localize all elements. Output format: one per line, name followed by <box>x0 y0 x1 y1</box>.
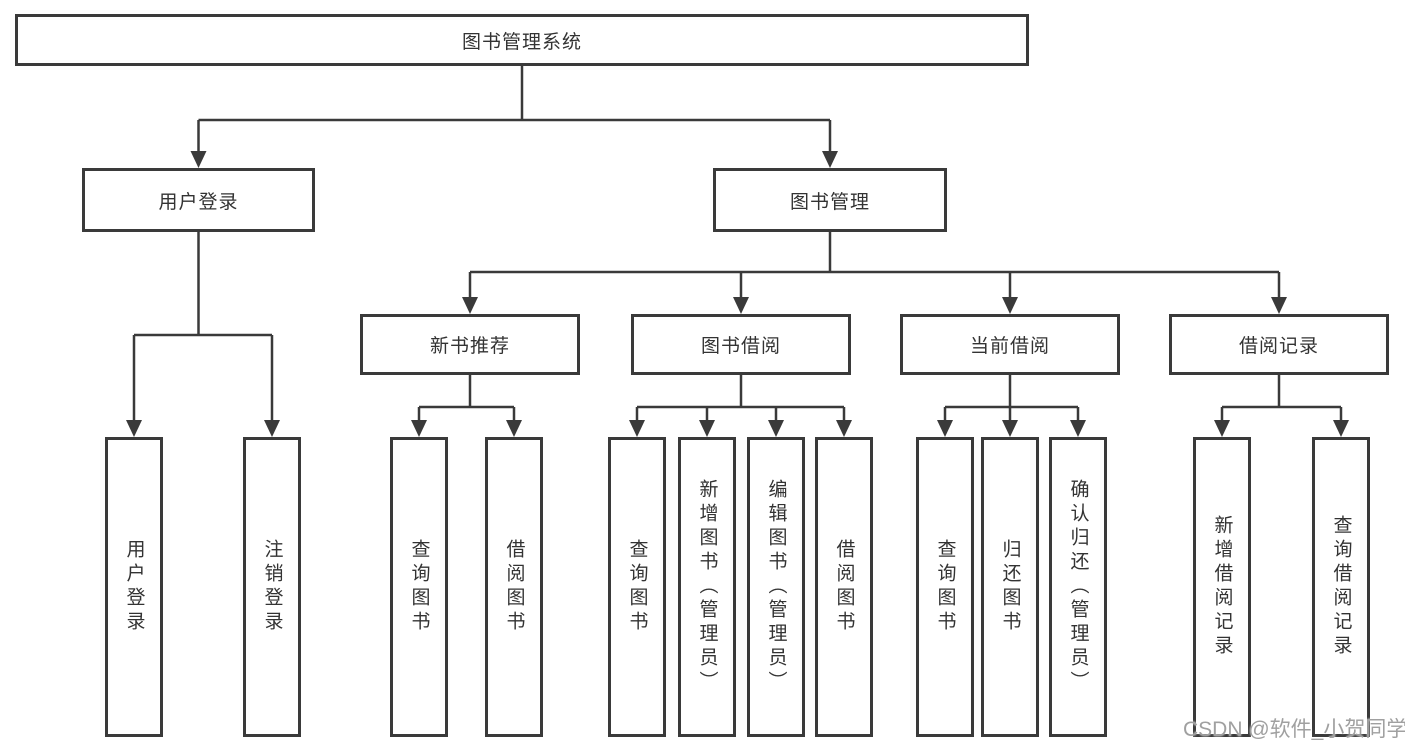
node-label: 查询图书 <box>408 539 430 635</box>
tree-edge <box>197 66 832 152</box>
node-label: 新增借阅记录 <box>1211 515 1233 659</box>
node-borrowing-records: 借阅记录 <box>1169 314 1389 375</box>
node-label: 用户登录 <box>158 191 239 213</box>
leaf-borrow-books: 借阅图书 <box>485 437 543 737</box>
node-label: 图书管理系统 <box>461 31 582 53</box>
arrowhead <box>822 151 838 168</box>
node-label: 用户登录 <box>123 539 145 635</box>
arrowhead <box>1002 420 1018 437</box>
node-label: 图书借阅 <box>700 336 781 357</box>
leaf-query-books: 查询图书 <box>916 437 974 737</box>
node-label: 注销登录 <box>261 539 283 635</box>
node-current-borrowing: 当前借阅 <box>900 314 1120 375</box>
arrowhead <box>264 420 280 437</box>
tree-edge <box>417 375 516 421</box>
leaf-return-books: 归还图书 <box>981 437 1039 737</box>
arrowhead <box>1070 420 1086 437</box>
node-library-system: 图书管理系统 <box>15 14 1029 66</box>
node-book-borrowing: 图书借阅 <box>631 314 851 375</box>
arrowhead <box>629 420 645 437</box>
arrowhead <box>190 151 207 168</box>
arrowhead <box>733 297 749 314</box>
leaf-add-books-admin: 新增图书（管理员） <box>678 437 736 737</box>
arrowhead <box>1333 420 1349 437</box>
tree-edge <box>1220 375 1343 421</box>
tree-edge <box>468 232 1281 298</box>
arrowhead <box>1214 420 1230 437</box>
csdn-watermark: CSDN @软件_小贺同学 <box>1183 718 1405 741</box>
node-label: 查询图书 <box>934 539 956 635</box>
leaf-confirm-return-admin: 确认归还（管理员） <box>1049 437 1107 737</box>
arrowhead <box>1271 297 1287 314</box>
node-label: 编辑图书（管理员） <box>765 479 787 695</box>
node-label: 当前借阅 <box>969 336 1050 357</box>
node-label: 查询图书 <box>626 539 648 635</box>
arrowhead <box>699 420 715 437</box>
node-book-management: 图书管理 <box>713 168 947 232</box>
node-label: 借阅图书 <box>503 539 525 635</box>
node-label: 借阅图书 <box>833 539 855 635</box>
arrowhead <box>411 420 427 437</box>
arrowhead <box>462 297 478 314</box>
leaf-edit-books-admin: 编辑图书（管理员） <box>747 437 805 737</box>
leaf-add-borrow-record: 新增借阅记录 <box>1193 437 1251 737</box>
node-label: 图书管理 <box>789 191 870 213</box>
node-user-login: 用户登录 <box>82 168 315 232</box>
node-new-book-recommend: 新书推荐 <box>360 314 580 375</box>
tree-edge <box>943 375 1080 421</box>
arrowhead <box>1002 297 1018 314</box>
node-label: 借阅记录 <box>1238 336 1319 357</box>
leaf-borrow-books: 借阅图书 <box>815 437 873 737</box>
node-label: 新书推荐 <box>429 336 510 357</box>
tree-edge <box>132 232 274 421</box>
arrowhead <box>836 420 852 437</box>
node-label: 确认归还（管理员） <box>1067 479 1089 695</box>
node-label: 查询借阅记录 <box>1330 515 1352 659</box>
leaf-query-books: 查询图书 <box>390 437 448 737</box>
leaf-query-books: 查询图书 <box>608 437 666 737</box>
arrowhead <box>126 420 142 437</box>
leaf-user-login: 用户登录 <box>105 437 163 737</box>
arrowhead <box>506 420 522 437</box>
leaf-logout: 注销登录 <box>243 437 301 737</box>
arrowhead <box>768 420 784 437</box>
node-label: 新增图书（管理员） <box>696 479 718 695</box>
arrowhead <box>937 420 953 437</box>
node-label: 归还图书 <box>999 539 1021 635</box>
tree-edge <box>635 375 846 421</box>
leaf-query-borrow-record: 查询借阅记录 <box>1312 437 1370 737</box>
